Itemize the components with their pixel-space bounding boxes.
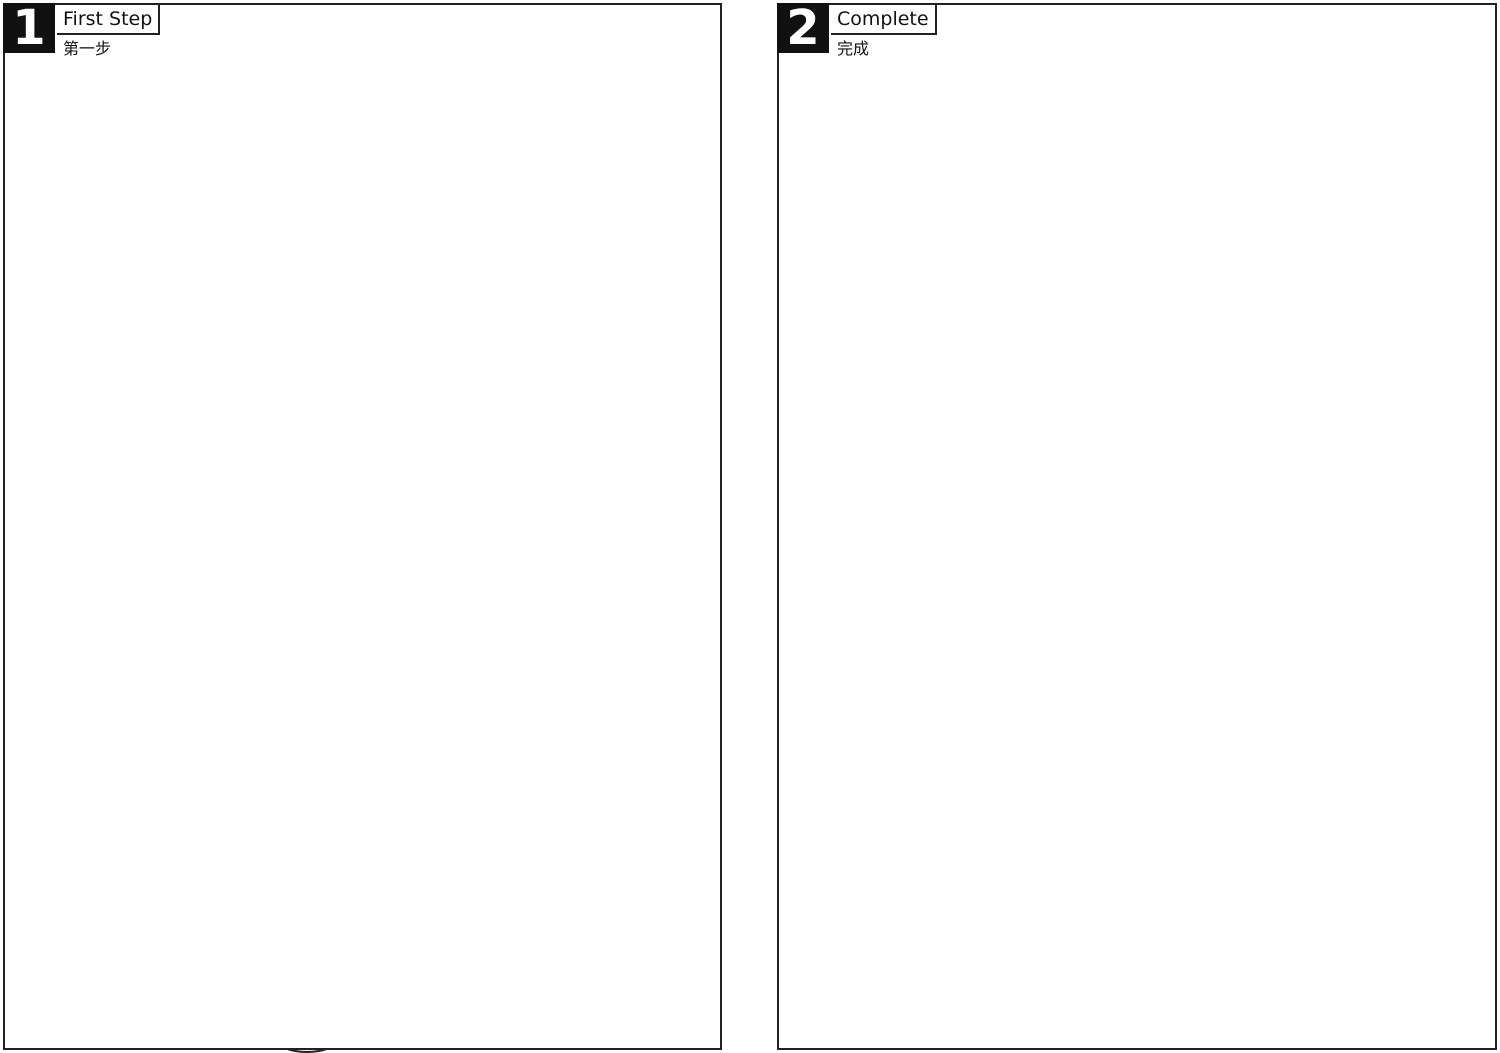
step1-panel: 1 First Step 第一步 [3, 3, 722, 1050]
step1-subtitle: 第一步 [63, 39, 112, 58]
step1-number: 1 [3, 3, 55, 53]
step1-title: First Step [57, 3, 161, 35]
step2-title: Complete [831, 3, 937, 35]
step2-panel: 2 Complete 完成 [777, 3, 1497, 1050]
step2-number: 2 [777, 3, 829, 53]
step2-subtitle: 完成 [837, 39, 870, 58]
